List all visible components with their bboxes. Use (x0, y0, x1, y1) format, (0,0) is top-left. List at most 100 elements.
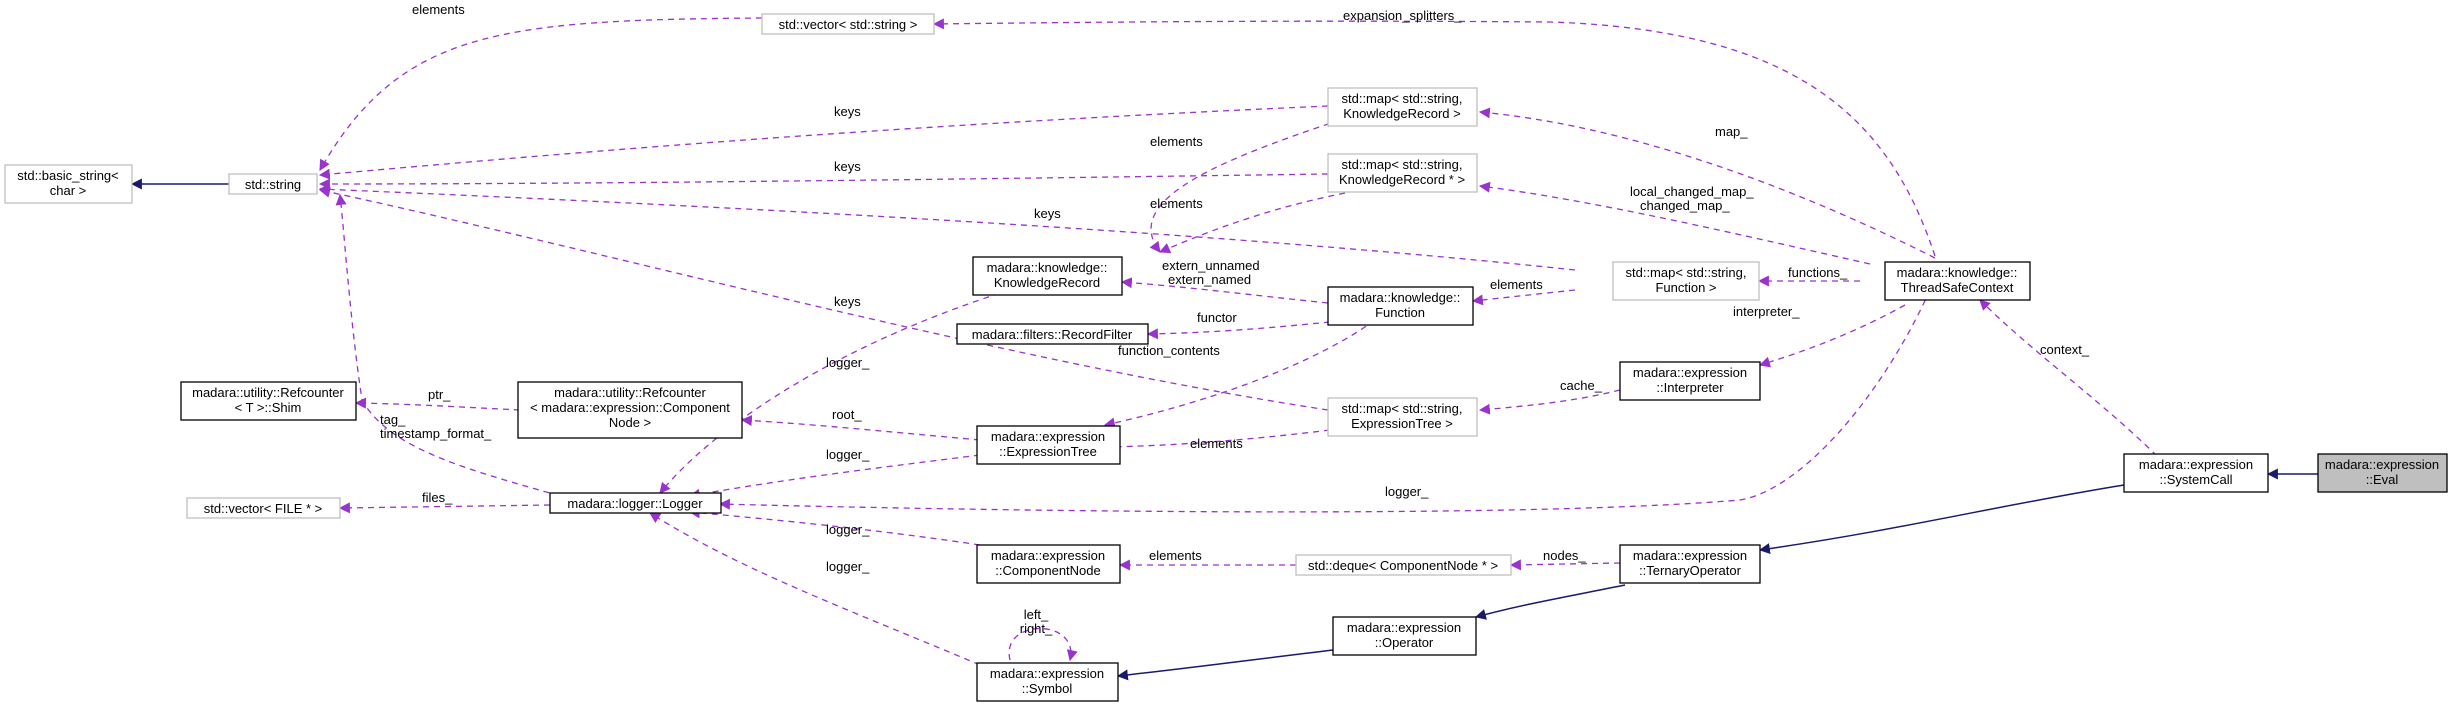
label-interpreter: interpreter_ (1733, 304, 1800, 319)
edge-kr-to-logger (659, 289, 1011, 494)
label-right: right_ (1020, 621, 1053, 636)
svg-text:std::vector< FILE * >: std::vector< FILE * > (204, 501, 323, 516)
edge-systemcall-to-ternary (1758, 484, 2125, 555)
label-ptr: ptr_ (428, 387, 451, 402)
label-keys-map-et: keys (834, 294, 861, 309)
node-eval[interactable]: madara::expression ::Eval (2317, 453, 2448, 493)
node-symbol[interactable]: madara::expression ::Symbol (976, 662, 1119, 702)
label-expansion-splitters: expansion_splitters_ (1343, 8, 1462, 23)
label-files: files_ (422, 490, 453, 505)
node-record-filter[interactable]: madara::filters::RecordFilter (956, 323, 1149, 345)
node-interpreter[interactable]: madara::expression ::Interpreter (1619, 361, 1761, 401)
svg-text:madara::logger::Logger: madara::logger::Logger (567, 496, 703, 511)
node-expression-tree[interactable]: madara::expression ::ExpressionTree (976, 425, 1121, 465)
label-local-changed-map: local_changed_map_ (1630, 184, 1754, 199)
node-logger[interactable]: madara::logger::Logger (549, 492, 722, 514)
edge-function-to-kr (1120, 277, 1329, 304)
label-logger-tsc: logger_ (1385, 484, 1429, 499)
node-map-expression-tree[interactable]: std::map< std::string, ExpressionTree > (1327, 397, 1478, 437)
edge-symbol-logger (649, 512, 981, 666)
svg-text:madara::expression: madara::expression (1347, 620, 1461, 635)
edges (130, 17, 2318, 681)
label-elements-map-krp: elements (1150, 196, 1203, 211)
nodes: madara::expression ::Eval madara::expres… (4, 13, 2448, 702)
label-logger-sym: logger_ (826, 559, 870, 574)
node-map-function[interactable]: std::map< std::string, Function > (1612, 261, 1760, 301)
label-map: map_ (1715, 124, 1748, 139)
node-deque-component-node[interactable]: std::deque< ComponentNode * > (1295, 554, 1512, 576)
svg-text:std::map< std::string,: std::map< std::string, (1341, 401, 1462, 416)
node-std-string[interactable]: std::string (228, 173, 318, 195)
svg-text:::Interpreter: ::Interpreter (1656, 380, 1724, 395)
edge-logger-to-vector-file (338, 502, 551, 514)
svg-text:madara::knowledge::: madara::knowledge:: (1340, 290, 1461, 305)
svg-text:::SystemCall: ::SystemCall (2160, 472, 2233, 487)
svg-text:madara::expression: madara::expression (2325, 457, 2439, 472)
label-functions: functions_ (1788, 265, 1848, 280)
label-cache: cache_ (1560, 378, 1603, 393)
node-map-knowledge-record-ptr[interactable]: std::map< std::string, KnowledgeRecord *… (1327, 153, 1478, 193)
svg-text:madara::expression: madara::expression (1633, 365, 1747, 380)
edge-map-kr-to-std-string (318, 105, 1329, 180)
label-elements-map-fn: elements (1490, 277, 1543, 292)
node-refcounter-shim[interactable]: madara::utility::Refcounter < T >::Shim (180, 381, 357, 421)
node-thread-safe-context[interactable]: madara::knowledge:: ThreadSafeContext (1884, 261, 2031, 301)
edge-map-et-to-std-string (318, 186, 1329, 411)
svg-text:madara::expression: madara::expression (991, 429, 1105, 444)
label-logger-et: logger_ (826, 447, 870, 462)
label-left: left_ (1024, 607, 1049, 622)
node-systemcall[interactable]: madara::expression ::SystemCall (2123, 453, 2269, 493)
svg-text:::ExpressionTree: ::ExpressionTree (999, 444, 1097, 459)
node-refcounter-component-node[interactable]: madara::utility::Refcounter < madara::ex… (517, 381, 743, 439)
edge-map-function-to-std-string (318, 183, 1576, 271)
edge-ternary-from-deque (1509, 559, 1621, 571)
edge-componentnode-logger (688, 507, 981, 546)
node-vector-string[interactable]: std::vector< std::string > (761, 13, 935, 35)
label-keys-map-krp: keys (834, 159, 861, 174)
svg-text:::TernaryOperator: ::TernaryOperator (1639, 563, 1742, 578)
edge-expressiontree-to-logger (688, 454, 981, 500)
svg-text:madara::filters::RecordFilter: madara::filters::RecordFilter (972, 327, 1133, 342)
label-extern-unnamed: extern_unnamed (1162, 258, 1260, 273)
svg-text:::ComponentNode: ::ComponentNode (995, 563, 1101, 578)
node-operator[interactable]: madara::expression ::Operator (1332, 616, 1477, 656)
svg-text:::Operator: ::Operator (1375, 635, 1434, 650)
node-ternary-operator[interactable]: madara::expression ::TernaryOperator (1619, 544, 1761, 584)
node-component-node[interactable]: madara::expression ::ComponentNode (976, 544, 1121, 584)
edge-refcounter-to-shim (354, 397, 521, 411)
svg-text:< T >::Shim: < T >::Shim (235, 400, 302, 415)
svg-text:Node >: Node > (609, 415, 651, 430)
edge-interpreter-to-map-et (1478, 389, 1621, 415)
edge-tsc-to-interpreter (1758, 304, 1906, 368)
edge-operator-to-symbol (1116, 649, 1334, 681)
label-elements-map-et: elements (1190, 436, 1243, 451)
node-basic-string[interactable]: std::basic_string< char > (4, 164, 133, 204)
label-elements-deque: elements (1149, 548, 1202, 563)
svg-text:::Symbol: ::Symbol (1022, 681, 1073, 696)
edge-ternary-to-operator (1474, 584, 1626, 620)
label-changed-map: changed_map_ (1640, 198, 1730, 213)
svg-text:std::map< std::string,: std::map< std::string, (1341, 157, 1462, 172)
svg-text:std::map< std::string,: std::map< std::string, (1625, 265, 1746, 280)
label-function-contents: function_contents (1118, 343, 1220, 358)
svg-text:madara::knowledge::: madara::knowledge:: (987, 260, 1108, 275)
label-keys-map-fn: keys (1034, 206, 1061, 221)
svg-text:KnowledgeRecord >: KnowledgeRecord > (1343, 106, 1460, 121)
edge-tsc-to-systemcall (1979, 299, 2158, 457)
edge-logger-to-std-string (335, 193, 561, 497)
node-map-knowledge-record[interactable]: std::map< std::string, KnowledgeRecord > (1327, 87, 1478, 127)
node-knowledge-record[interactable]: madara::knowledge:: KnowledgeRecord (972, 256, 1123, 296)
svg-text:madara::utility::Refcounter: madara::utility::Refcounter (554, 385, 706, 400)
node-vector-file[interactable]: std::vector< FILE * > (186, 497, 341, 519)
svg-text:madara::expression: madara::expression (1633, 548, 1747, 563)
label-keys-map-kr: keys (834, 104, 861, 119)
node-function[interactable]: madara::knowledge:: Function (1327, 286, 1474, 326)
label-functor: functor (1197, 310, 1237, 325)
svg-text:std::string: std::string (245, 177, 301, 192)
svg-text:madara::utility::Refcounter: madara::utility::Refcounter (192, 385, 344, 400)
svg-text:< madara::expression::Componen: < madara::expression::Component (530, 400, 730, 415)
label-logger-kr: logger_ (826, 355, 870, 370)
edge-expressiontree-to-refcounter (740, 415, 981, 441)
label-root: root_ (832, 407, 862, 422)
